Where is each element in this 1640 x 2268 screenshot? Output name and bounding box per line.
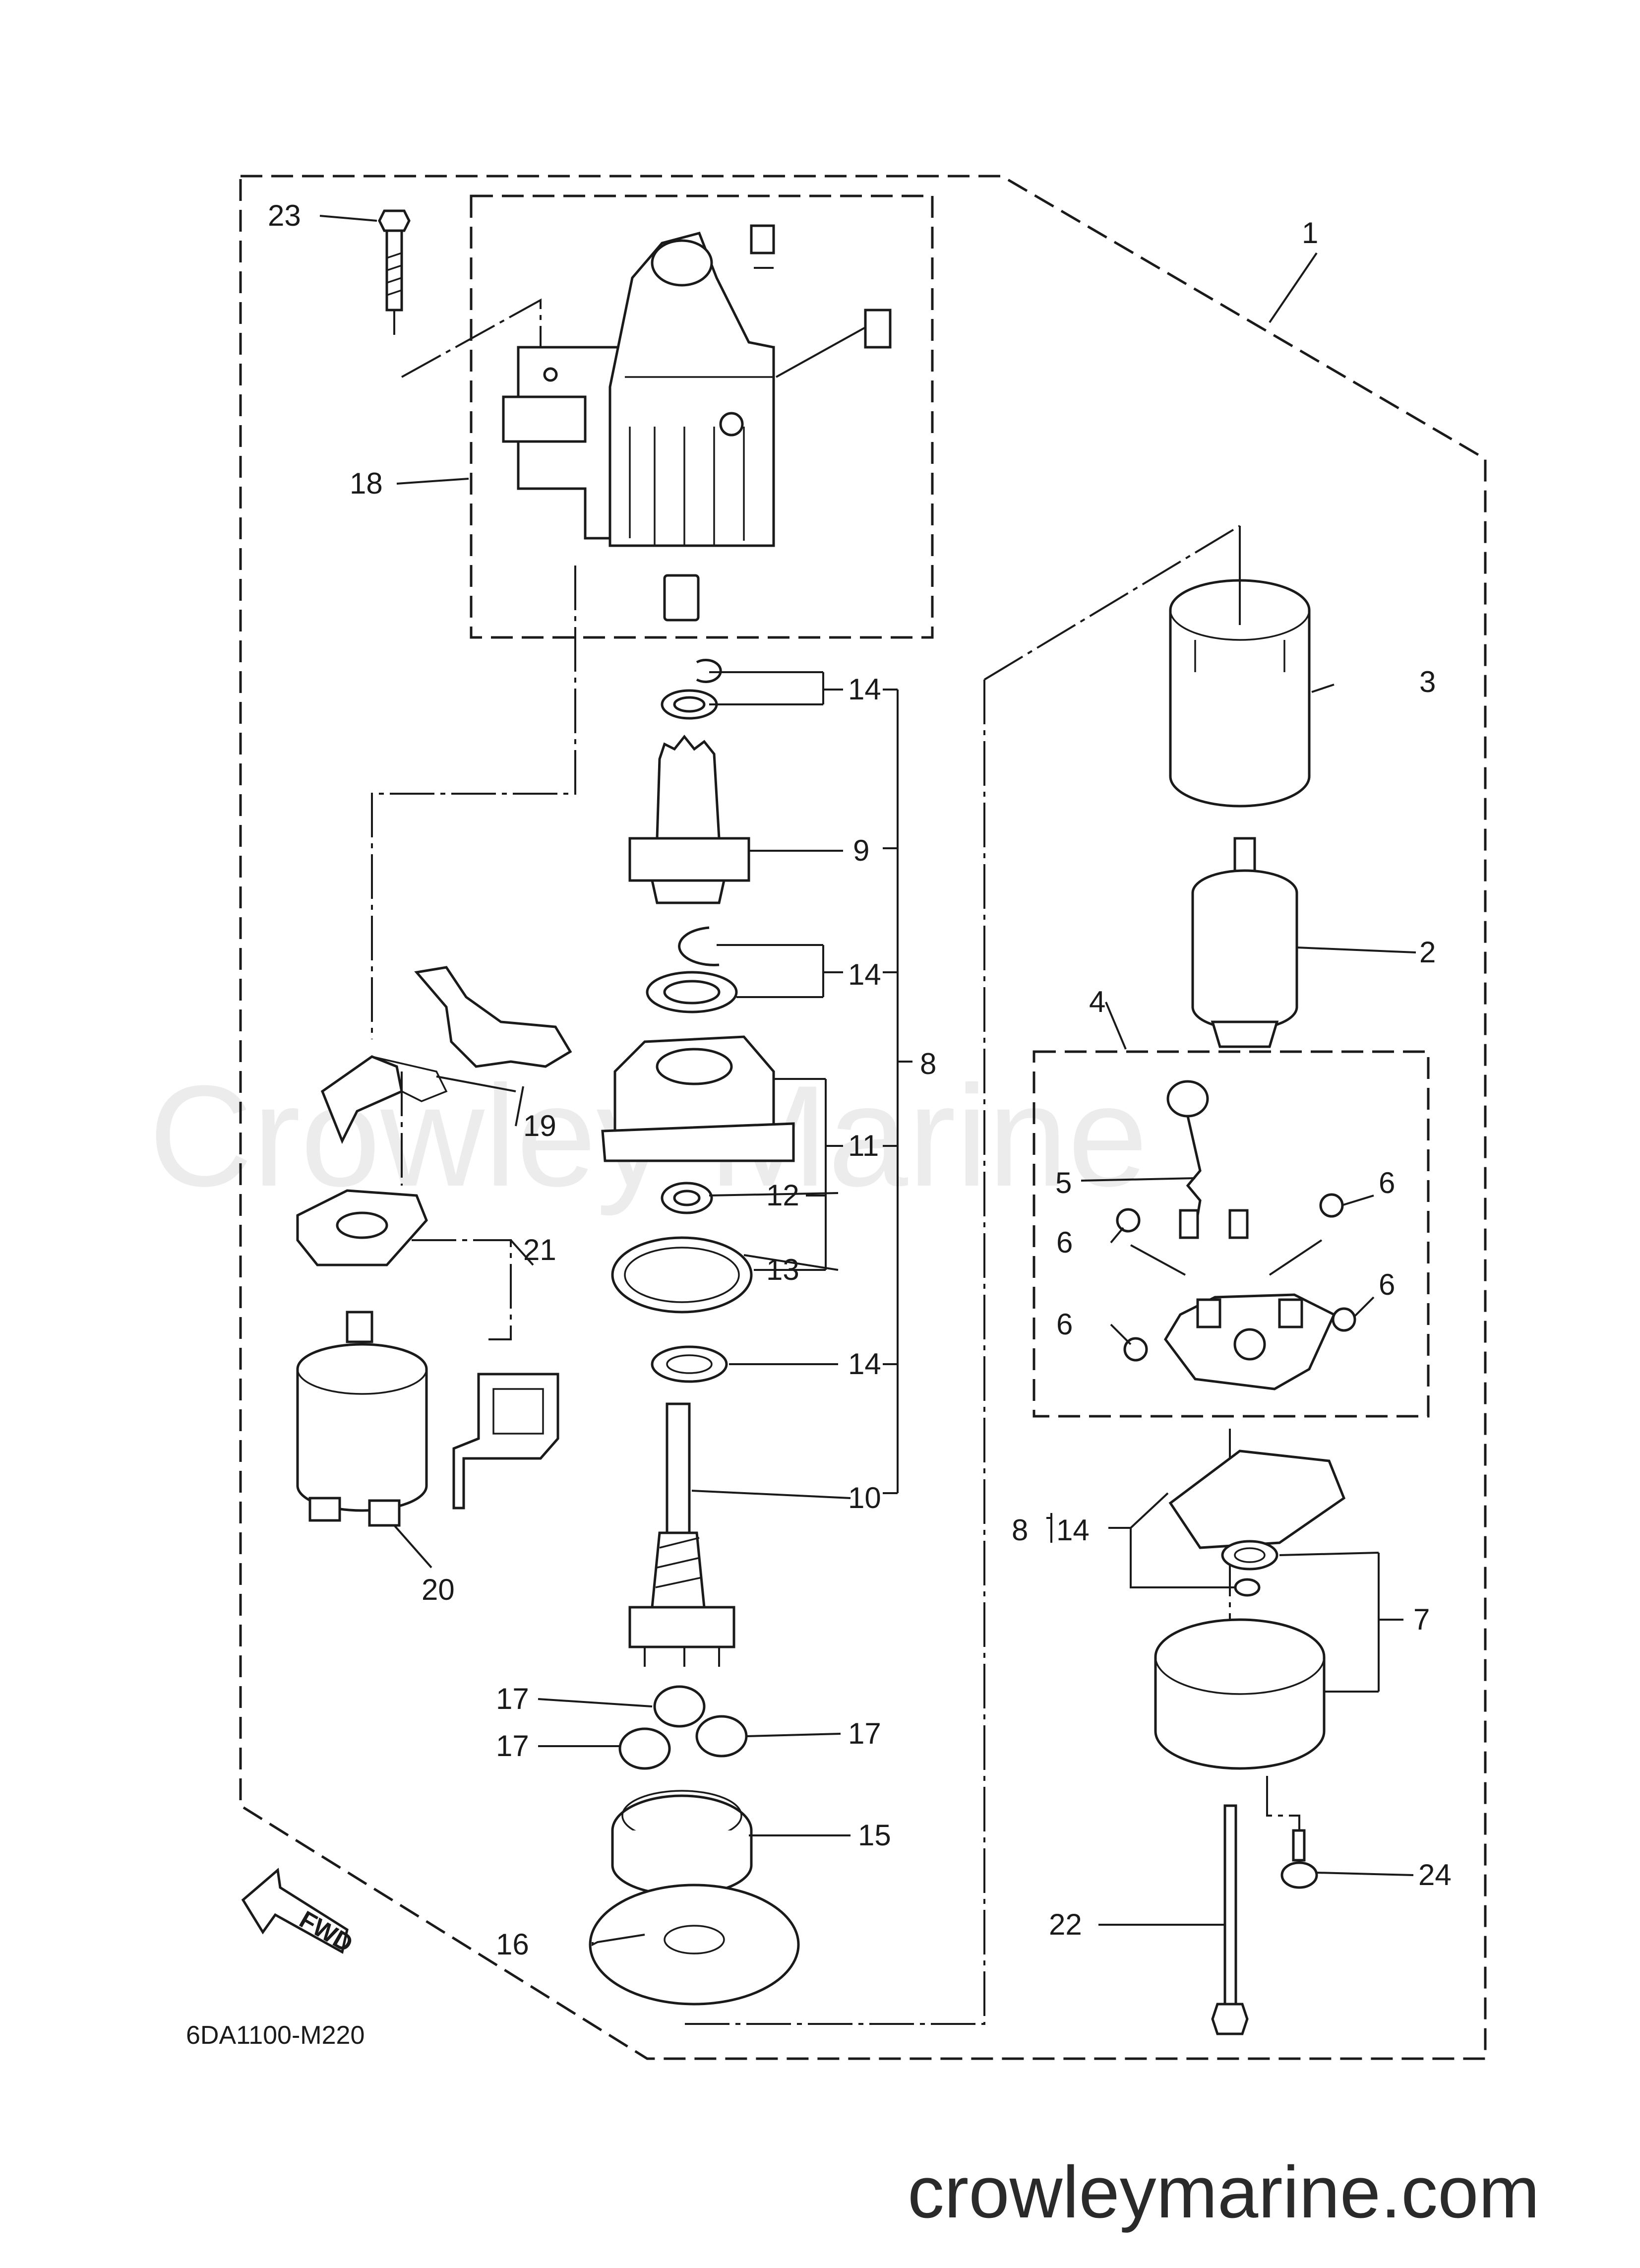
callout-10: 10 — [848, 1481, 881, 1514]
yoke-3 — [1169, 526, 1311, 808]
bolt-23 — [378, 209, 542, 378]
site-url: crowleymarine.com — [908, 2151, 1540, 2233]
plate-and-bracket-21 — [296, 1189, 559, 1510]
callout-1: 1 — [1302, 216, 1318, 250]
assembly-axis-lines — [371, 525, 1300, 2025]
callout-labels: 1 2 3 4 5 6 6 6 6 7 8 8 9 10 11 12 13 14… — [268, 199, 1452, 1961]
callout-8-rear: 8 — [1012, 1513, 1028, 1547]
callout-14-rear: 14 — [1056, 1513, 1090, 1547]
solenoid-20 — [296, 1311, 432, 1569]
callout-9: 9 — [853, 834, 869, 867]
callout-6-left: 6 — [1056, 1226, 1073, 1259]
callout-17-right: 17 — [848, 1717, 881, 1750]
rear-cover-7 — [1154, 1449, 1346, 1770]
callout-22: 22 — [1049, 1908, 1082, 1941]
callout-8: 8 — [920, 1047, 936, 1080]
callout-24: 24 — [1418, 1858, 1452, 1891]
callout-23: 23 — [268, 199, 301, 232]
leader-lines — [319, 215, 1416, 1947]
brush-holder-group-box — [1033, 1050, 1430, 1418]
callout-7: 7 — [1413, 1603, 1430, 1636]
callout-13: 13 — [766, 1253, 799, 1286]
starter-housing-18 — [502, 224, 892, 622]
forward-arrow-icon: FWD — [241, 1868, 358, 1957]
lever-and-spring-19 — [320, 966, 572, 1144]
callout-12: 12 — [766, 1179, 799, 1212]
armature-2 — [1191, 837, 1298, 1048]
callout-14-lower: 14 — [848, 1347, 881, 1381]
callout-6-right: 6 — [1379, 1268, 1395, 1301]
callout-17-left: 17 — [496, 1729, 529, 1763]
callout-15: 15 — [858, 1819, 891, 1852]
callout-3: 3 — [1419, 665, 1436, 698]
housing-group-box — [470, 194, 934, 639]
callout-20: 20 — [422, 1573, 455, 1606]
callout-2: 2 — [1419, 936, 1436, 969]
callout-14-middle: 14 — [848, 958, 881, 991]
screw-24 — [1280, 1829, 1318, 1889]
callout-17-top: 17 — [496, 1682, 529, 1715]
fwd-label: FWD — [295, 1905, 358, 1957]
callout-16: 16 — [496, 1928, 529, 1961]
callout-19: 19 — [523, 1109, 556, 1142]
callout-21: 21 — [523, 1233, 556, 1266]
callout-6-top-right: 6 — [1379, 1166, 1395, 1199]
pinion-stack — [589, 659, 800, 2006]
diagram-code: 6DA1100-M220 — [186, 2021, 364, 2050]
callout-18: 18 — [350, 467, 383, 500]
through-bolt-22 — [1211, 1804, 1249, 2035]
callout-4: 4 — [1089, 985, 1105, 1018]
callout-11: 11 — [848, 1129, 879, 1162]
brush-holder-group — [1116, 1080, 1356, 1390]
callout-5: 5 — [1055, 1166, 1072, 1199]
callout-6-bottom-left: 6 — [1056, 1308, 1073, 1341]
callout-14-top: 14 — [848, 673, 881, 706]
